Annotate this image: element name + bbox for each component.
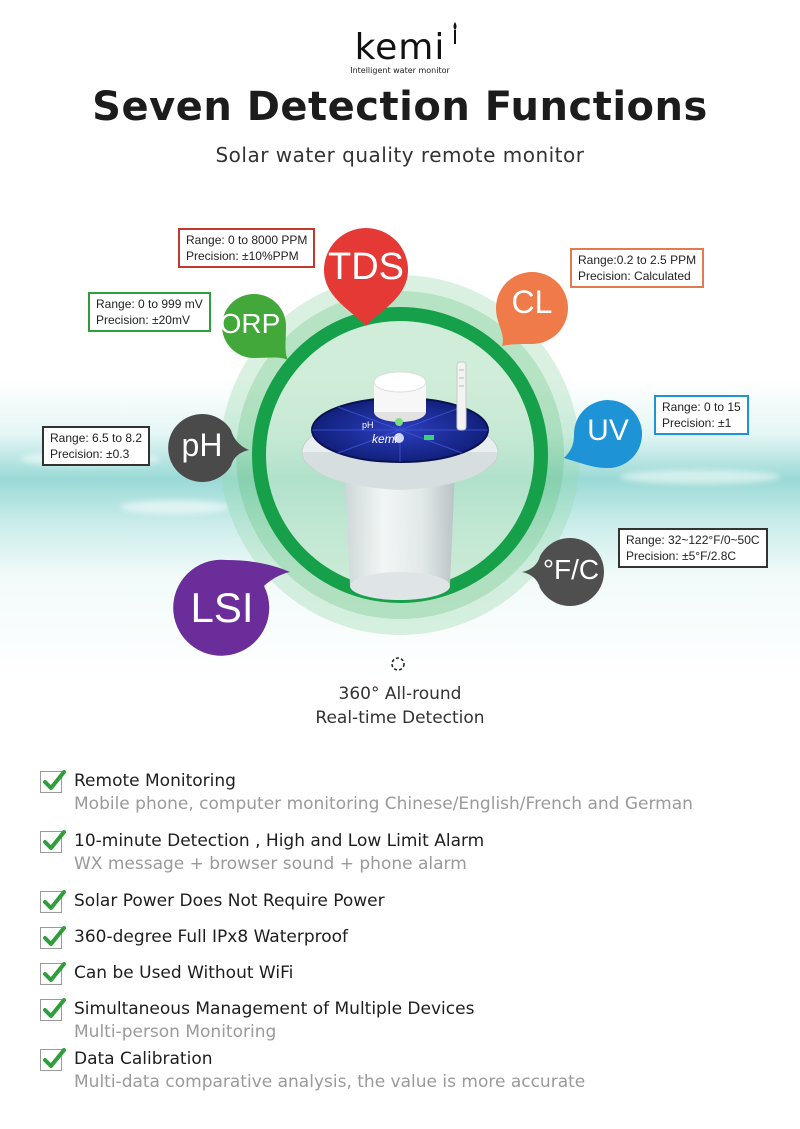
logo-wordmark: kemi xyxy=(354,27,446,68)
tds-precision: Precision: ±10%PPM xyxy=(186,249,299,263)
orp-label: ORP xyxy=(219,308,281,339)
allround-caption: 360° All-round Real-time Detection xyxy=(0,682,800,730)
cl-spec-box: Range:0.2 to 2.5 PPM Precision: Calculat… xyxy=(570,248,705,288)
lsi-label: LSI xyxy=(190,584,254,631)
uv-spec-box: Range: 0 to 15 Precision: ±1 xyxy=(654,395,749,435)
temp-label: °F/C xyxy=(542,554,600,585)
list-item: Solar Power Does Not Require Power xyxy=(40,890,780,913)
cl-teardrop-icon xyxy=(496,272,568,346)
cl-marker: CL xyxy=(492,268,572,350)
check-icon xyxy=(40,962,66,985)
brush-icon xyxy=(453,22,457,44)
device-logo-text: kemi xyxy=(372,432,398,446)
check-icon xyxy=(40,770,66,793)
check-icon xyxy=(40,1048,66,1071)
orp-range: Range: 0 to 999 mV xyxy=(96,297,203,311)
allround-line1: 360° All-round xyxy=(338,684,462,704)
feature-title: Can be Used Without WiFi xyxy=(74,963,294,983)
feature-list: Remote Monitoring Mobile phone, computer… xyxy=(40,770,780,1094)
cl-precision: Precision: Calculated xyxy=(578,269,691,283)
ph-teardrop-icon xyxy=(168,414,249,482)
water-streak xyxy=(620,470,780,484)
temp-precision: Precision: ±5°F/2.8C xyxy=(626,549,737,563)
ph-range: Range: 6.5 to 8.2 xyxy=(50,431,143,445)
cl-label: CL xyxy=(511,284,553,320)
uv-label: UV xyxy=(587,414,629,447)
check-icon xyxy=(40,890,66,913)
list-item: 360-degree Full IPx8 Waterproof xyxy=(40,926,780,949)
uv-teardrop-icon xyxy=(564,400,642,469)
water-streak xyxy=(120,500,230,514)
uv-precision: Precision: ±1 xyxy=(662,416,732,430)
cl-range: Range:0.2 to 2.5 PPM xyxy=(578,253,697,267)
rotate-icon xyxy=(391,657,405,671)
orp-marker: ORP xyxy=(218,290,290,362)
feature-title: Solar Power Does Not Require Power xyxy=(74,891,385,911)
temp-range: Range: 32~122°F/0~50C xyxy=(626,533,760,547)
lsi-teardrop-icon xyxy=(173,559,290,656)
orp-teardrop-icon xyxy=(222,294,288,360)
ph-label: pH xyxy=(181,427,223,463)
uv-marker: UV xyxy=(562,398,642,470)
logo-tagline: Intelligent water monitor xyxy=(350,66,450,75)
feature-title: Simultaneous Management of Multiple Devi… xyxy=(74,999,475,1019)
feature-title: Data Calibration xyxy=(74,1049,213,1069)
feature-title: 10-minute Detection , High and Low Limit… xyxy=(74,831,485,851)
ph-spec-box: Range: 6.5 to 8.2 Precision: ±0.3 xyxy=(42,426,151,466)
feature-title: 360-degree Full IPx8 Waterproof xyxy=(74,927,349,947)
feature-subtitle: Mobile phone, computer monitoring Chines… xyxy=(74,794,693,814)
feature-title: Remote Monitoring xyxy=(74,771,236,791)
brand-logo: kemi Intelligent water monitor xyxy=(0,27,800,76)
tds-marker: TDS xyxy=(318,228,414,328)
tds-teardrop-icon xyxy=(324,228,408,326)
list-item: Remote Monitoring Mobile phone, computer… xyxy=(40,770,780,816)
check-icon xyxy=(40,926,66,949)
tds-spec-box: Range: 0 to 8000 PPM Precision: ±10%PPM xyxy=(178,228,316,268)
check-icon xyxy=(40,998,66,1021)
tds-label: TDS xyxy=(328,246,404,288)
check-icon xyxy=(40,830,66,853)
page-title: Seven Detection Functions xyxy=(92,84,708,130)
allround-line2: Real-time Detection xyxy=(315,708,485,728)
orp-spec-box: Range: 0 to 999 mV Precision: ±20mV xyxy=(88,292,211,332)
uv-range: Range: 0 to 15 xyxy=(662,400,741,414)
temp-marker: °F/C xyxy=(520,536,606,608)
ph-precision: Precision: ±0.3 xyxy=(50,447,130,461)
ph-marker: pH xyxy=(165,410,251,482)
page-subtitle: Solar water quality remote monitor xyxy=(215,143,585,167)
lsi-marker: LSI xyxy=(168,556,292,658)
feature-subtitle: Multi-person Monitoring xyxy=(74,1022,277,1042)
list-item: Data Calibration Multi-data comparative … xyxy=(40,1048,780,1094)
temp-spec-box: Range: 32~122°F/0~50C Precision: ±5°F/2.… xyxy=(618,528,768,568)
tds-range: Range: 0 to 8000 PPM xyxy=(186,233,308,247)
list-item: 10-minute Detection , High and Low Limit… xyxy=(40,830,780,876)
feature-subtitle: WX message + browser sound + phone alarm xyxy=(74,854,467,874)
list-item: Can be Used Without WiFi xyxy=(40,962,780,985)
temp-teardrop-icon xyxy=(522,538,604,606)
list-item: Simultaneous Management of Multiple Devi… xyxy=(40,998,780,1044)
device-side-text: pH xyxy=(362,420,374,430)
orp-precision: Precision: ±20mV xyxy=(96,313,190,327)
monitor-device-image: pH kemi xyxy=(301,361,499,600)
feature-subtitle: Multi-data comparative analysis, the val… xyxy=(74,1072,586,1092)
